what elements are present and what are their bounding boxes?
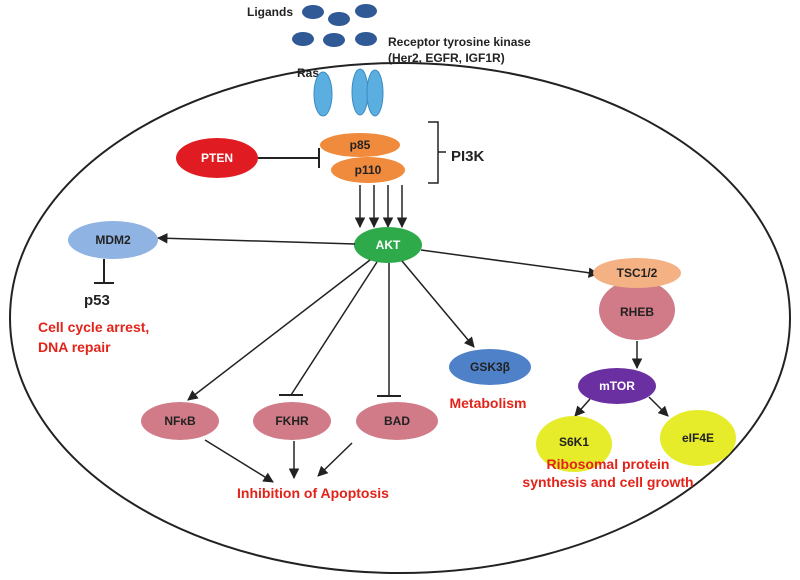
ligand-4 — [292, 32, 314, 46]
bad-label: BAD — [384, 414, 410, 428]
ras-oval — [313, 71, 333, 117]
metabolism-label: Metabolism — [449, 395, 526, 411]
rheb-node — [599, 280, 675, 340]
ligand-5 — [323, 33, 345, 47]
akt-to-mdm2-arrow — [156, 233, 356, 245]
pi3k-label: PI3K — [451, 148, 485, 165]
bad-node — [356, 402, 438, 440]
p110-node — [331, 157, 405, 183]
ligand-3 — [355, 4, 377, 18]
ribosomal-label-line1: Ribosomal protein — [547, 456, 670, 472]
ligand-group — [292, 4, 377, 47]
ligand-6 — [355, 32, 377, 46]
receptor-oval-right — [366, 69, 384, 117]
cell-cycle-label-line1: Cell cycle arrest, — [38, 319, 149, 335]
tsc-node — [593, 258, 681, 288]
p85-node — [320, 133, 400, 157]
nfkb-label: NFκB — [164, 414, 196, 428]
pi3k-bracket — [428, 121, 446, 184]
ribosomal-label-line2: synthesis and cell growth — [522, 474, 693, 490]
ligand-2 — [328, 12, 350, 26]
gsk3b-label: GSK3β — [470, 360, 510, 374]
ligands-label: Ligands — [247, 5, 293, 19]
mdm2-label: MDM2 — [95, 233, 131, 247]
mdm2-node — [68, 221, 158, 259]
ras-label: Ras — [297, 66, 319, 80]
p53-label: p53 — [84, 292, 110, 309]
akt-node — [354, 227, 422, 263]
nfkb-node — [141, 402, 219, 440]
fkhr-label: FKHR — [275, 414, 309, 428]
mtor-to-s6k1-arrow — [574, 398, 591, 417]
eif4e-label: eIF4E — [682, 431, 714, 445]
mtor-label: mTOR — [599, 379, 635, 393]
rheb-label: RHEB — [620, 305, 654, 319]
ligand-1 — [302, 5, 324, 19]
mtor-node — [578, 368, 656, 404]
akt-to-tsc-arrow — [420, 249, 600, 278]
bad-to-apoptosis-arrow — [317, 442, 353, 477]
cell-membrane — [9, 62, 791, 574]
apoptosis-label: Inhibition of Apoptosis — [237, 485, 389, 501]
pten-label: PTEN — [201, 151, 233, 165]
gsk3b-node — [449, 349, 531, 385]
akt-to-nfkb-arrow — [187, 259, 371, 401]
s6k1-label: S6K1 — [559, 435, 589, 449]
cell-cycle-label-line2: DNA repair — [38, 339, 111, 355]
eif4e-node — [660, 410, 736, 466]
nfkb-to-apoptosis-arrow — [204, 439, 274, 483]
receptor-label-line1: Receptor tyrosine kinase — [388, 35, 531, 49]
p110-label: p110 — [355, 163, 382, 177]
mtor-to-eif4e-arrow — [648, 396, 669, 417]
pi3k-to-akt-arrows — [354, 185, 408, 229]
receptor-oval-left — [351, 68, 369, 116]
akt-to-gsk3b-arrow — [401, 260, 475, 348]
fkhr-node — [253, 402, 331, 440]
tsc-label: TSC1/2 — [617, 266, 658, 280]
pten-node — [176, 138, 258, 178]
s6k1-node — [536, 416, 612, 472]
p85-label: p85 — [350, 138, 371, 152]
ras-receptor-group — [313, 68, 384, 117]
akt-label: AKT — [376, 238, 401, 252]
receptor-label-line2: (Her2, EGFR, IGF1R) — [388, 51, 505, 65]
akt-to-fkhr-inhibit — [290, 261, 378, 396]
